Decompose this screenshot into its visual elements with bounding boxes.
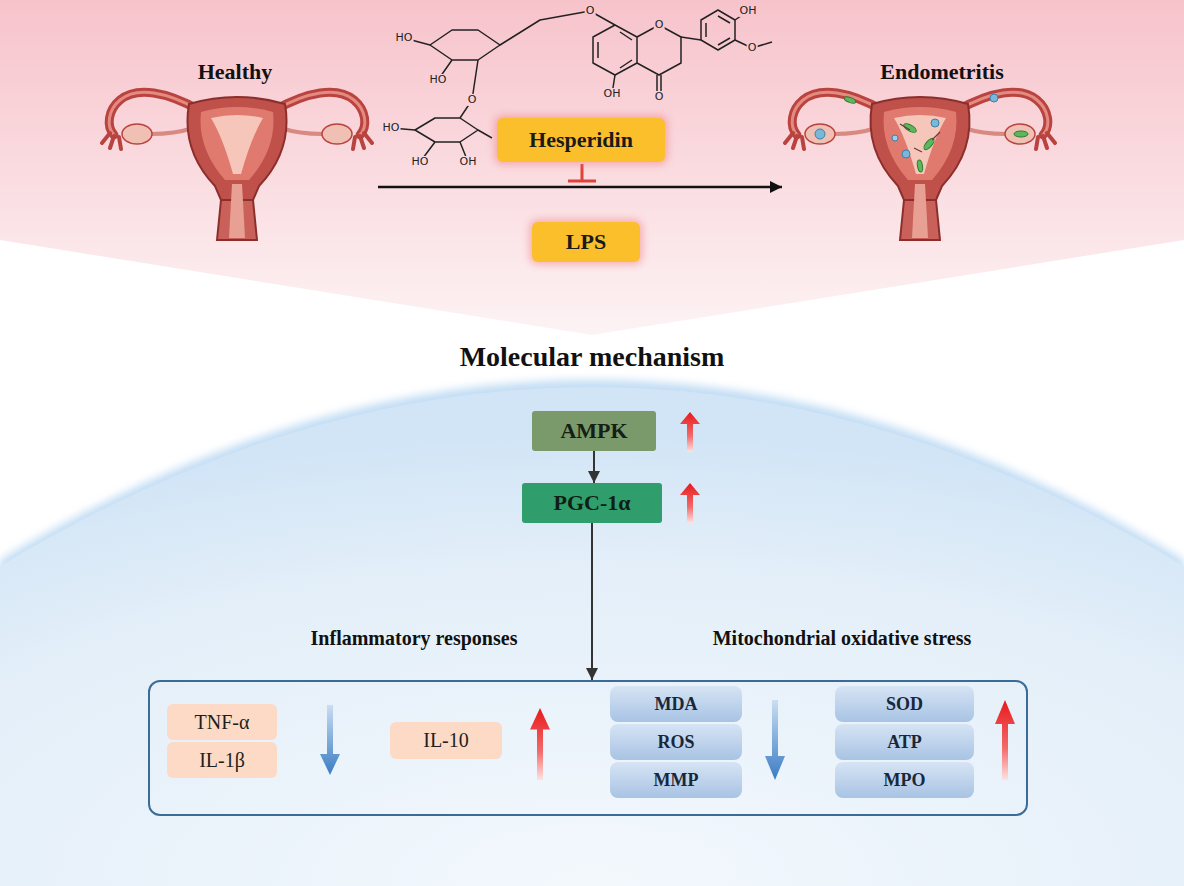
cytokine-box: IL-10 [390, 722, 502, 759]
hesperidin-structure [391, 10, 772, 162]
marker-box: MDA [610, 686, 742, 722]
marker-box: ATP [835, 724, 974, 760]
group-heading: Inflammatory responses [311, 627, 518, 650]
pathway-box: AMPK [532, 411, 656, 451]
box-label: LPS [566, 229, 606, 254]
cytokine-box: IL-1β [167, 742, 277, 778]
pathway-box: PGC-1α [522, 483, 662, 523]
box-label: TNF-α [195, 711, 250, 734]
box-label: IL-1β [199, 749, 245, 772]
outcome-frame: Inflammatory responsesMitochondrial oxid… [148, 680, 1028, 816]
marker-box: SOD [835, 686, 974, 722]
box-label: IL-10 [423, 729, 469, 752]
inhibition-bar [568, 164, 596, 181]
box-label: SOD [886, 694, 923, 715]
section-title: Molecular mechanism [460, 341, 725, 373]
group-heading: Mitochondrial oxidative stress [713, 627, 972, 650]
box-label: ATP [887, 732, 922, 753]
atom-label: HO [395, 32, 414, 44]
box-label: MDA [655, 694, 698, 715]
marker-box: ROS [610, 724, 742, 760]
atom-label: HO [382, 122, 401, 134]
atom-label: O [747, 42, 758, 54]
atom-label: OH [739, 5, 758, 17]
atom-label: O [654, 91, 665, 103]
mechanism-dome [0, 387, 1184, 886]
increase-arrow [680, 412, 700, 452]
box-label: MMP [654, 770, 699, 791]
box-label: MPO [884, 770, 926, 791]
marker-box: MMP [610, 762, 742, 798]
top-band [0, 0, 1184, 335]
increase-arrow [995, 700, 1015, 780]
increase-arrow [680, 483, 700, 523]
stimulus-box: LPS [532, 222, 640, 262]
marker-box: MPO [835, 762, 974, 798]
decrease-arrow [765, 700, 785, 780]
atom-label: HO [411, 156, 430, 168]
box-label: ROS [657, 732, 694, 753]
healthy-uterus [102, 92, 372, 240]
compound-box: Hesperidin [497, 118, 665, 162]
atom-label: O [654, 19, 665, 31]
atom-label: OH [459, 156, 478, 168]
cytokine-box: TNF-α [167, 704, 277, 740]
increase-arrow [530, 708, 550, 780]
connector-arrow [591, 523, 593, 680]
box-label: Hesperidin [529, 127, 633, 152]
decrease-arrow [320, 705, 340, 775]
box-label: PGC-1α [553, 490, 630, 515]
panel-title: Healthy [198, 59, 273, 85]
process-arrow [378, 186, 782, 189]
box-label: AMPK [560, 418, 627, 443]
atom-label: O [467, 94, 478, 106]
inflamed-uterus [785, 92, 1055, 240]
atom-label: O [585, 5, 596, 17]
atom-label: OH [603, 88, 622, 100]
dome-glow [0, 380, 1184, 886]
atom-label: HO [429, 74, 448, 86]
bacteria [815, 94, 1028, 172]
panel-title: Endometritis [880, 59, 1003, 85]
connector-arrow [593, 451, 595, 483]
